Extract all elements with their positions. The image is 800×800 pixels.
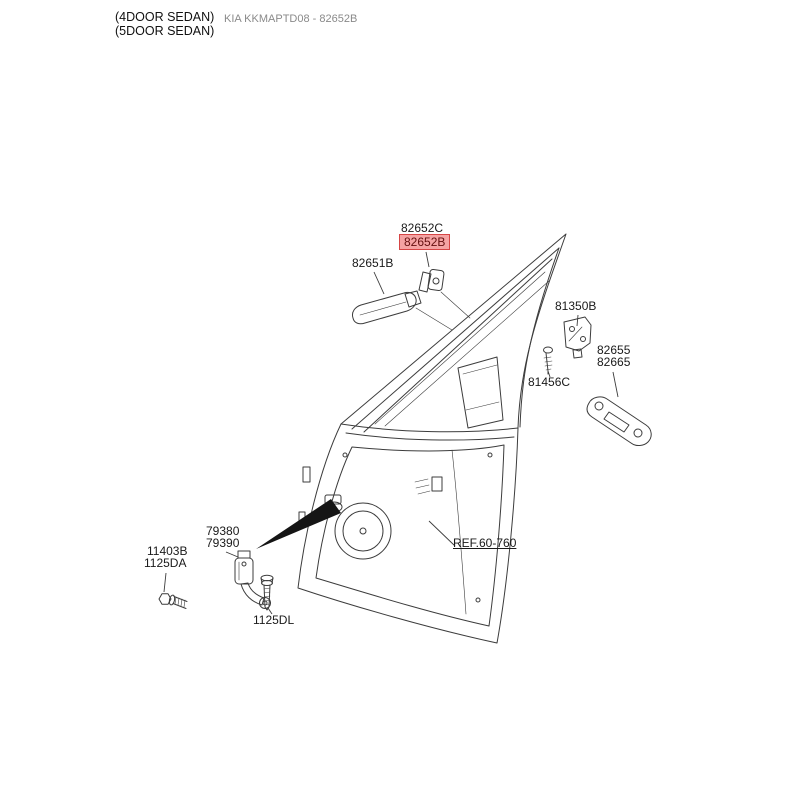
part-drawing-door-handle-82651B (352, 290, 453, 331)
header-variant-titles: (4DOOR SEDAN) (5DOOR SEDAN) (115, 10, 214, 38)
ref-link-60-760[interactable]: REF.60-760 (453, 536, 517, 550)
part-label-79390[interactable]: 79390 (206, 536, 240, 550)
part-label-82655[interactable]: 82655 (597, 343, 631, 357)
part-label-11403B[interactable]: 11403B (147, 544, 188, 558)
part-label-79380[interactable]: 79380 (206, 524, 240, 538)
part-drawing-bolt-11403B (158, 593, 188, 609)
part-label-81350B[interactable]: 81350B (555, 299, 597, 313)
part-drawing-screw-81456C (543, 346, 553, 375)
leader-lines (163, 251, 619, 615)
part-label-81456C[interactable]: 81456C (528, 375, 571, 389)
part-label-1125DL[interactable]: 1125DL (253, 613, 295, 627)
part-drawing-latch-81350B (563, 316, 592, 359)
part-drawing-handle-cover-82652 (418, 269, 471, 319)
front-door-panel-drawing (297, 233, 567, 644)
pointer-wedge (256, 499, 341, 549)
title-4door-sedan: (4DOOR SEDAN) (115, 10, 215, 24)
part-label-82651B[interactable]: 82651B (352, 256, 394, 270)
part-drawing-handle-base-82655 (586, 396, 652, 446)
part-label-82652B-highlighted[interactable]: 82652B (399, 234, 451, 250)
part-label-82665[interactable]: 82665 (597, 355, 631, 369)
title-5door-sedan: (5DOOR SEDAN) (115, 24, 215, 38)
watermark-text: KIA KKMAPTD08 - 82652B (224, 13, 358, 25)
part-drawing-bolt-1125DL (260, 574, 274, 611)
part-label-1125DA[interactable]: 1125DA (144, 556, 187, 570)
part-label-82652C[interactable]: 82652C (401, 221, 444, 235)
